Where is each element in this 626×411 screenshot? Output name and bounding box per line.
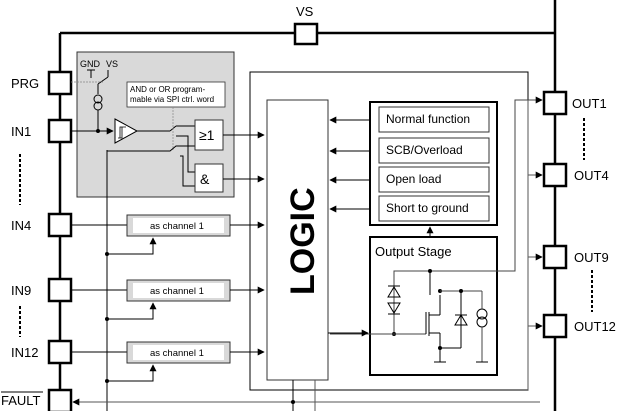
note-line1: AND or OR program- — [130, 85, 205, 94]
diagnostic-label: Open load — [386, 172, 441, 186]
pin-in1-label: IN1 — [11, 124, 31, 139]
diagnostic-label: Normal function — [386, 112, 470, 126]
channel-block: as channel 1 — [71, 214, 265, 256]
pin-out12-label: OUT12 — [574, 319, 616, 334]
channel-block: as channel 1 — [71, 341, 265, 383]
svg-text:≥1: ≥1 — [199, 127, 215, 143]
output-stage: Output Stage — [330, 96, 543, 376]
pin-out4[interactable]: OUT4 — [542, 162, 609, 188]
diagnostic-item: Normal function — [329, 106, 490, 133]
pin-fault[interactable]: FAULT — [1, 388, 73, 411]
pin-vs[interactable]: VS — [293, 4, 319, 46]
pin-in1[interactable]: IN1 — [11, 118, 73, 144]
diagnostic-label: Short to ground — [386, 201, 469, 215]
pin-out9-label: OUT9 — [574, 250, 609, 265]
diagnostic-label: SCB/Overload — [386, 143, 463, 157]
pin-prg-label: PRG — [11, 76, 39, 91]
logic-label: LOGIC — [284, 187, 322, 295]
channel-label: as channel 1 — [150, 348, 204, 359]
pin-in12[interactable]: IN12 — [11, 339, 73, 365]
diagnostic-item: Open load — [329, 166, 490, 193]
channel-label: as channel 1 — [150, 221, 204, 232]
diagnostic-item: Short to ground — [329, 195, 490, 222]
pin-in12-label: IN12 — [11, 345, 38, 360]
pin-in9-label: IN9 — [11, 283, 31, 298]
note-line2: mable via SPI ctrl. word — [130, 95, 214, 104]
pin-out9[interactable]: OUT9 — [542, 244, 609, 270]
pin-in4[interactable]: IN4 — [11, 212, 73, 238]
svg-text:&: & — [200, 171, 210, 187]
zener-diode-icon — [387, 285, 401, 298]
diode-icon — [454, 314, 468, 326]
channel-block: as channel 1 — [71, 279, 265, 321]
pin-out12[interactable]: OUT12 — [542, 313, 616, 339]
pin-out1-label: OUT1 — [572, 96, 607, 111]
pin-vs-label: VS — [296, 4, 314, 19]
channel-label: as channel 1 — [150, 286, 204, 297]
vs-label: VS — [106, 59, 118, 69]
pin-out1[interactable]: OUT1 — [542, 90, 607, 116]
output-stage-label: Output Stage — [375, 244, 452, 259]
gnd-label: GND — [80, 59, 101, 69]
diagnostic-item: SCB/Overload — [329, 137, 490, 164]
and-gate — [194, 163, 224, 193]
pin-out4-label: OUT4 — [574, 168, 609, 183]
channel1-block: GND VS AND or OR program- mable via SPI … — [71, 51, 235, 210]
logic-block: LOGIC — [266, 99, 329, 381]
pin-prg[interactable]: PRG — [11, 70, 73, 96]
note-box — [126, 81, 226, 108]
pin-in4-label: IN4 — [11, 218, 31, 233]
pin-fault-label: FAULT — [1, 393, 41, 408]
schmitt-trigger-icon — [114, 118, 139, 144]
channel-list: as channel 1 as channel 1 as channel 1 — [71, 214, 265, 383]
pin-in9[interactable]: IN9 — [11, 277, 73, 303]
current-source-icon — [93, 94, 103, 104]
